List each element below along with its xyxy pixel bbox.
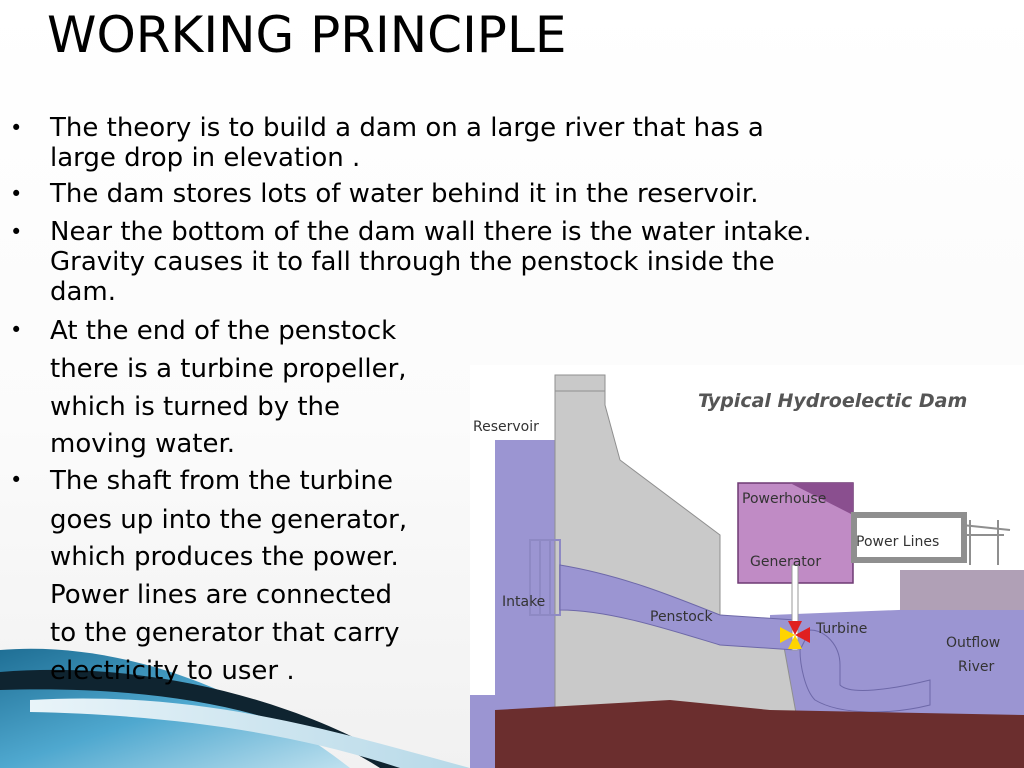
bullet-line: Near the bottom of the dam wall there is… bbox=[50, 217, 812, 247]
slide-title: WORKING PRINCIPLE bbox=[47, 6, 567, 64]
bullet-marker: • bbox=[10, 116, 23, 140]
bullet-line: to the generator that carry bbox=[50, 618, 400, 648]
ground bbox=[495, 700, 1024, 768]
turbine-propeller bbox=[780, 621, 810, 649]
power-lines-tower bbox=[961, 520, 1011, 565]
bullet-line: The theory is to build a dam on a large … bbox=[50, 113, 764, 143]
turbine-shaft bbox=[791, 564, 799, 651]
bullet-line: there is a turbine propeller, bbox=[50, 354, 407, 384]
bullet-marker: • bbox=[10, 468, 23, 492]
label-river: River bbox=[958, 659, 995, 675]
label-power-lines: Power Lines bbox=[856, 534, 939, 550]
bullet-line: which is turned by the bbox=[50, 392, 341, 422]
hydroelectric-dam-diagram: Typical Hydroelectic Dam Reservoir Power… bbox=[470, 365, 1024, 768]
label-turbine: Turbine bbox=[815, 621, 867, 637]
bullet-line: electricity to user . bbox=[50, 656, 295, 686]
bullet-line: Gravity causes it to fall through the pe… bbox=[50, 247, 775, 277]
label-reservoir: Reservoir bbox=[473, 419, 539, 435]
bullet-line: Power lines are connected bbox=[50, 580, 393, 610]
diagram-title: Typical Hydroelectic Dam bbox=[698, 390, 967, 412]
bullet-line: goes up into the generator, bbox=[50, 505, 408, 535]
label-penstock: Penstock bbox=[650, 609, 713, 625]
bullet-marker: • bbox=[10, 182, 23, 206]
bullet-line: At the end of the penstock bbox=[50, 316, 397, 346]
label-outflow: Outflow bbox=[946, 635, 1000, 651]
bullet-line: which produces the power. bbox=[50, 542, 399, 572]
bullet-line: dam. bbox=[50, 277, 117, 307]
bullet-line: large drop in elevation . bbox=[50, 143, 361, 173]
reservoir-water bbox=[495, 440, 560, 735]
bullet-line: The dam stores lots of water behind it i… bbox=[50, 179, 759, 209]
bullet-line: moving water. bbox=[50, 429, 236, 459]
label-powerhouse: Powerhouse bbox=[742, 491, 826, 507]
label-intake: Intake bbox=[502, 594, 545, 610]
bullet-marker: • bbox=[10, 220, 23, 244]
bullet-line: The shaft from the turbine bbox=[50, 466, 394, 496]
bullet-marker: • bbox=[10, 318, 23, 342]
label-generator: Generator bbox=[750, 554, 821, 570]
